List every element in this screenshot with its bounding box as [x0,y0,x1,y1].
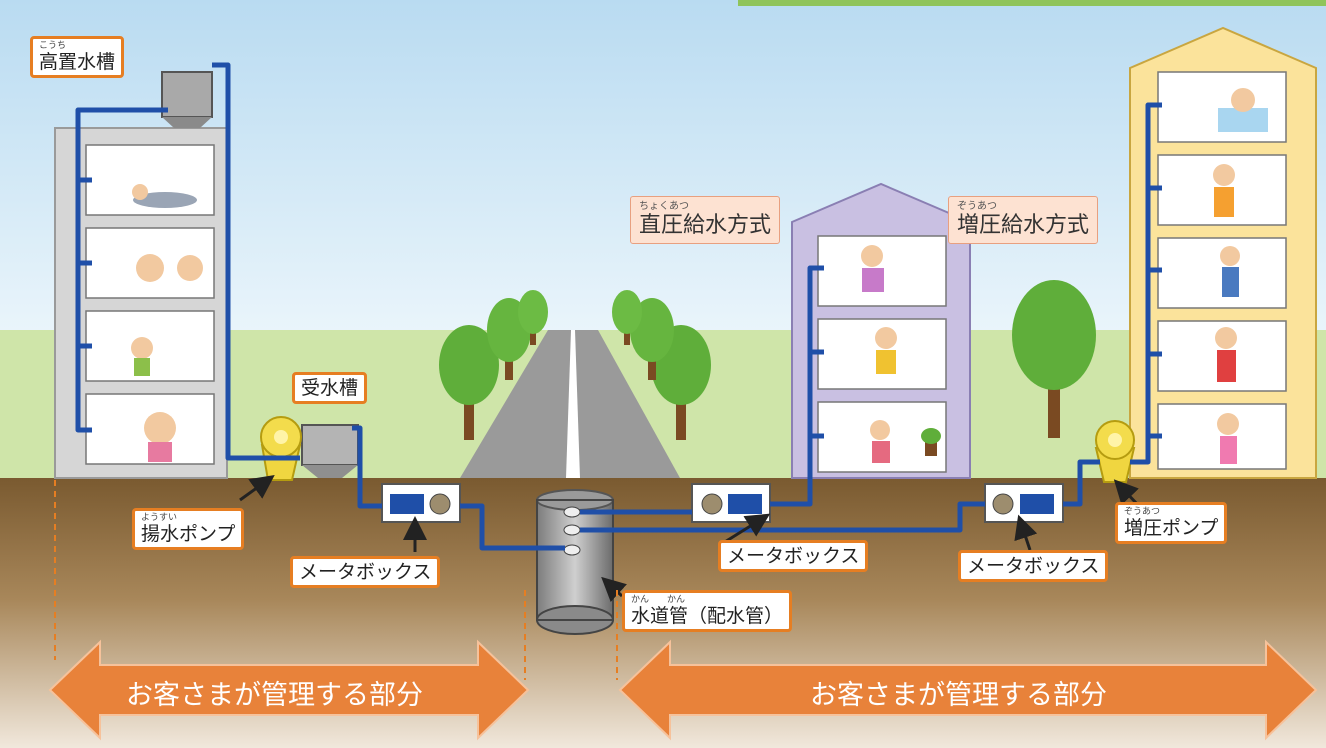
management-arrow-left [48,639,530,741]
water-main-ruby: かん かん [631,595,686,605]
meter-box-1-shape [381,483,461,523]
tree-far-right [1012,280,1096,438]
meter-box-text-2: メータボックス [727,545,860,567]
booster-pump-ruby: ぞうあつ [1124,507,1161,517]
elevated-water-tank [161,71,213,128]
lift-pump-shape [260,416,302,481]
meter-box-label-1: メータボックス [290,556,441,588]
booster-pump-text: 増圧ポンプ [1124,517,1219,539]
booster-pump-shape [1094,420,1136,483]
building-booster-supply [1129,26,1317,479]
direct-supply-ruby: ちょくあつ [639,201,689,212]
receiving-tank-text: 受水槽 [301,377,359,399]
high-tank-ruby: こうち [39,41,67,51]
management-arrow-left-text: お客さまが管理する部分 [126,680,423,711]
road-center-line [566,330,580,478]
direct-supply-callout: ちょくあつ 直圧給水方式 [630,196,781,244]
meter-box-3-shape [984,483,1064,523]
tree-right-3 [612,290,642,345]
water-main-label: かん かん 水道管（配水管） [622,590,793,632]
booster-pump-label: ぞうあつ 増圧ポンプ [1115,502,1228,544]
meter-box-2-shape [691,483,771,523]
high-tank-label: こうち 高置水槽 [30,36,125,78]
supply-pipes [75,62,1162,551]
top-right-frame [738,0,1326,6]
building-high-rise [54,127,228,479]
receiving-tank-label: 受水槽 [292,372,368,404]
high-tank-text: 高置水槽 [39,51,116,73]
management-arrow-right [618,639,1318,741]
meter-box-text-3: メータボックス [967,555,1100,577]
direct-supply-text: 直圧給水方式 [639,213,772,238]
meter-box-text-1: メータボックス [299,561,432,583]
management-arrow-right-text: お客さまが管理する部分 [810,680,1107,711]
tree-left-3 [518,290,548,345]
booster-supply-ruby: ぞうあつ [957,201,997,212]
tree-left-1 [439,325,499,440]
water-main-pipe [536,489,614,635]
water-main-text: 水道管（配水管） [631,605,784,627]
building-direct-supply [791,182,971,479]
pointer-arrows [239,474,1140,602]
lift-pump-text: 揚水ポンプ [141,523,236,545]
meter-box-label-3: メータボックス [958,550,1109,582]
lift-pump-label: ようすい 揚水ポンプ [132,508,245,550]
booster-supply-text: 増圧給水方式 [957,213,1090,238]
booster-supply-callout: ぞうあつ 増圧給水方式 [948,196,1099,244]
lift-pump-ruby: ようすい [141,513,178,523]
receiving-tank-shape [301,424,359,478]
boundary-lines [54,480,618,680]
meter-box-label-2: メータボックス [718,540,869,572]
